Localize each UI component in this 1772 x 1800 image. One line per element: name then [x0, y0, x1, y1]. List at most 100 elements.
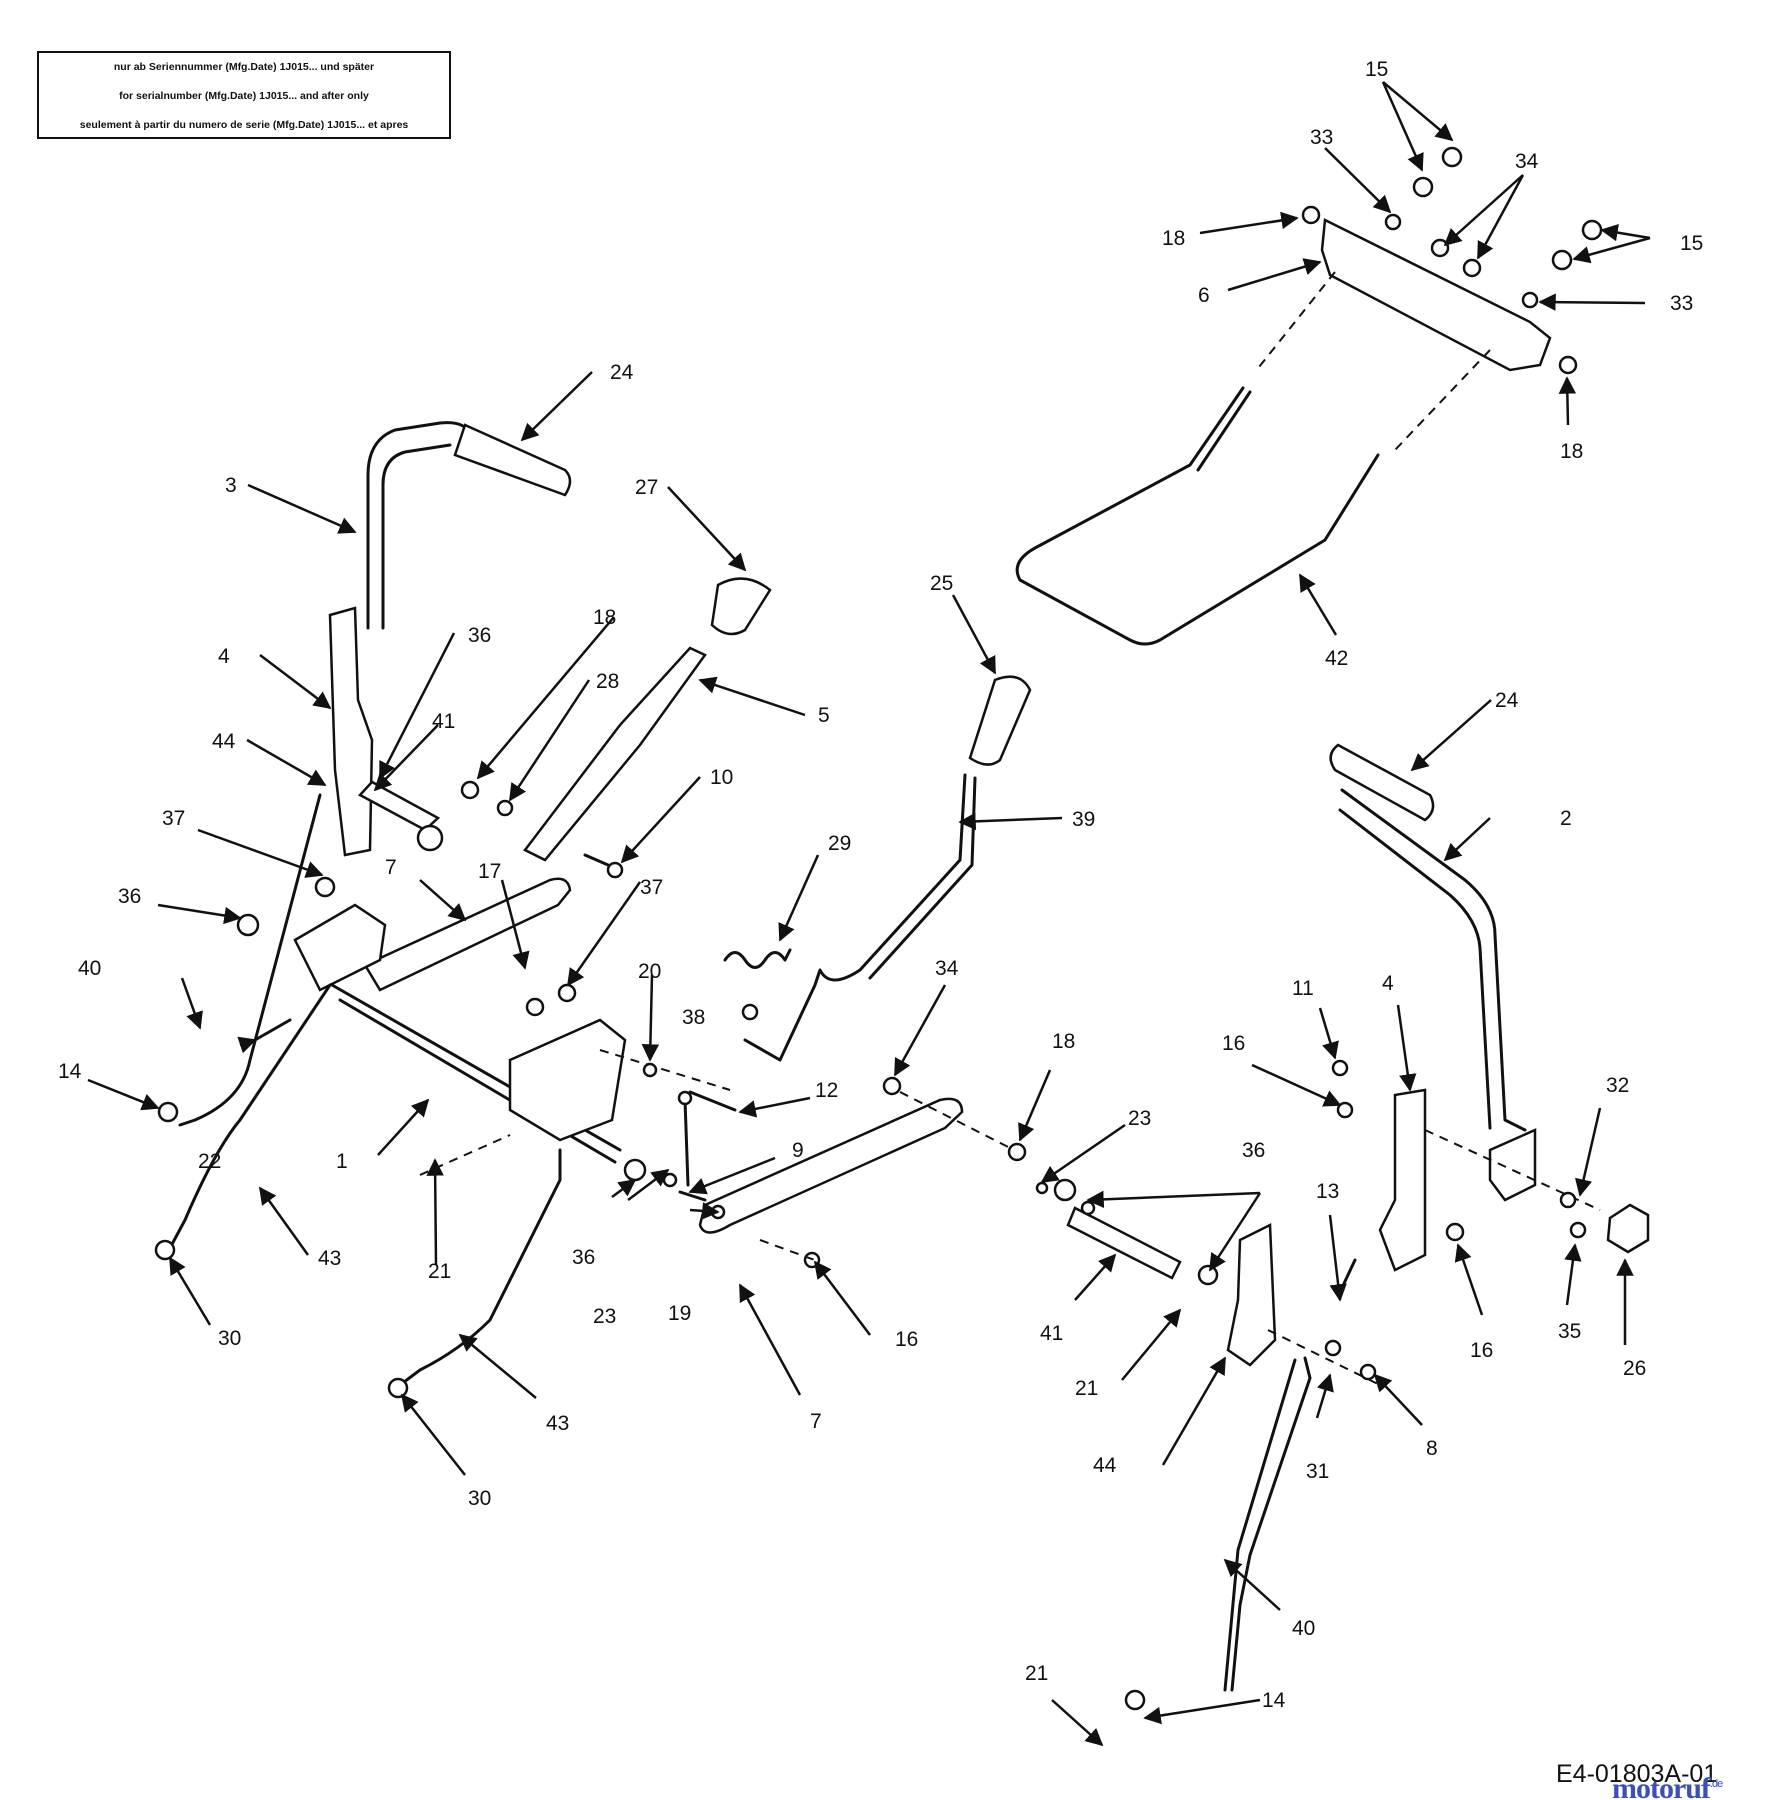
part-43-rod-upper [168, 983, 332, 1250]
leader-lines [87, 81, 1651, 1747]
callout-7: 7 [385, 856, 397, 879]
callout-25: 25 [930, 572, 953, 595]
callout-19: 19 [668, 1302, 691, 1325]
callout-42: 42 [1325, 647, 1348, 670]
part-27-grip [710, 577, 772, 636]
callout-11: 11 [1292, 977, 1314, 1000]
callout-17: 17 [478, 860, 501, 883]
callout-34: 34 [1515, 150, 1539, 173]
callout-24: 24 [610, 361, 634, 384]
note-line-fr: seulement à partir du numero de serie (M… [79, 119, 409, 131]
brand-name: motoruf [1612, 1772, 1711, 1800]
callout-10: 10 [710, 766, 733, 789]
callout-22: 22 [198, 1150, 221, 1173]
callout-35: 35 [1558, 1320, 1581, 1343]
callout-41: 41 [432, 710, 455, 733]
callout-39: 39 [1072, 808, 1095, 831]
callout-8: 8 [1426, 1437, 1438, 1460]
callout-43: 43 [318, 1247, 341, 1270]
callout-21: 21 [1075, 1377, 1098, 1400]
part-43-rod-lower [398, 1148, 562, 1387]
part-4-right-arm [1378, 1088, 1427, 1272]
callout-1: 1 [336, 1150, 348, 1173]
callout-4: 4 [1382, 972, 1394, 995]
callout-18: 18 [593, 606, 616, 629]
drawing-id: E4-01803A-01 [1556, 1760, 1718, 1788]
callout-18: 18 [1162, 227, 1185, 250]
part-2-right-handle [1340, 788, 1527, 1132]
callout-33: 33 [1670, 292, 1693, 315]
callout-33: 33 [1310, 126, 1333, 149]
callout-34: 34 [935, 957, 959, 980]
callout-40: 40 [1292, 1617, 1315, 1640]
callout-16: 16 [1222, 1032, 1245, 1055]
part-22-pin [253, 1018, 292, 1042]
part-4-left-arm [328, 606, 374, 857]
callout-2: 2 [1560, 807, 1572, 830]
callout-20: 20 [638, 960, 661, 983]
part-41-pin-left [357, 780, 441, 832]
part-29-spring [723, 948, 792, 969]
callout-32: 32 [1606, 1074, 1629, 1097]
callout-14: 14 [58, 1060, 82, 1083]
part-40-rod-right [1230, 1356, 1312, 1692]
callout-18: 18 [1560, 440, 1583, 463]
callout-13: 13 [1316, 1180, 1339, 1203]
part-6-bracket [1320, 218, 1552, 372]
callout-30: 30 [468, 1487, 491, 1510]
callout-38: 38 [682, 1006, 705, 1029]
brand-suffix: .de [1709, 1778, 1723, 1790]
callout-4: 4 [218, 645, 230, 668]
brand-logo: motoruf.de [1612, 1772, 1723, 1800]
callout-12: 12 [815, 1079, 838, 1102]
callout-36: 36 [118, 885, 141, 908]
callout-5: 5 [818, 704, 830, 727]
callout-21: 21 [428, 1260, 451, 1283]
part-24-grip-left [453, 423, 572, 497]
callout-44: 44 [212, 730, 236, 753]
callout-15: 15 [1680, 232, 1703, 255]
part-26-knob [1606, 1203, 1650, 1254]
note-line-en: for serialnumber (Mfg.Date) 1J015... and… [119, 90, 369, 102]
part-42-handle-bar [1015, 386, 1380, 646]
callout-30: 30 [218, 1327, 241, 1350]
callout-7: 7 [810, 1410, 822, 1433]
part-25-grip [968, 675, 1032, 766]
callout-16: 16 [895, 1328, 918, 1351]
callout-15: 15 [1365, 58, 1388, 81]
callout-14: 14 [1262, 1689, 1286, 1712]
part-24-grip-right [1329, 743, 1435, 822]
callout-23: 23 [1128, 1107, 1151, 1130]
callout-36: 36 [468, 624, 491, 647]
callout-18: 18 [1052, 1030, 1075, 1053]
part-44-bracket-right [1226, 1223, 1277, 1367]
callout-44: 44 [1093, 1454, 1117, 1477]
part-7-arm-upper [363, 877, 572, 992]
callout-9: 9 [792, 1139, 804, 1162]
callout-37: 37 [162, 807, 185, 830]
callout-29: 29 [828, 832, 851, 855]
part-7-arm-lower [698, 1097, 964, 1234]
note-line-de: nur ab Seriennummer (Mfg.Date) 1J015... … [113, 61, 375, 73]
callout-labels: 15 33 34 18 15 33 6 18 24 3 27 25 42 18 … [58, 58, 1703, 1712]
callout-27: 27 [635, 476, 658, 499]
callout-40: 40 [78, 957, 101, 980]
callout-41: 41 [1040, 1322, 1063, 1345]
callout-36: 36 [1242, 1139, 1265, 1162]
callout-21: 21 [1025, 1662, 1048, 1685]
part-41-pin-right [1066, 1206, 1182, 1280]
callout-6: 6 [1198, 284, 1210, 307]
part-5-lever [523, 646, 707, 862]
callout-26: 26 [1623, 1357, 1646, 1380]
serial-number-note: nur ab Seriennummer (Mfg.Date) 1J015... … [37, 51, 451, 139]
part-39-rod [743, 773, 967, 1062]
callout-3: 3 [225, 474, 237, 497]
callout-36: 36 [572, 1246, 595, 1269]
callout-16: 16 [1470, 1339, 1493, 1362]
callout-31: 31 [1306, 1460, 1329, 1483]
callout-43: 43 [546, 1412, 569, 1435]
callout-37: 37 [640, 876, 663, 899]
callout-28: 28 [596, 670, 619, 693]
